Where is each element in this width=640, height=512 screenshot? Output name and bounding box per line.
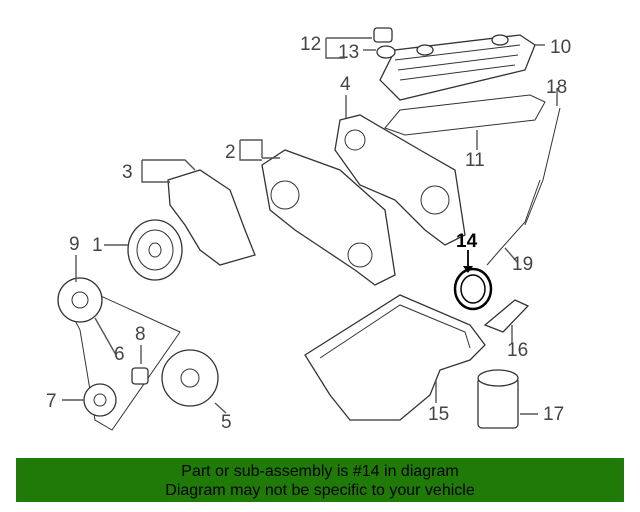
oil-pan-part bbox=[304, 294, 486, 421]
callout-12: 12 bbox=[300, 34, 321, 55]
valve-cover-part bbox=[379, 34, 536, 101]
oil-strainer-part bbox=[483, 299, 530, 333]
callout-10: 10 bbox=[550, 37, 571, 58]
callout-6: 6 bbox=[114, 344, 125, 365]
callout-16: 16 bbox=[507, 340, 528, 361]
crank-pulley-part bbox=[127, 219, 183, 281]
dipstick-tube-part bbox=[486, 179, 541, 266]
arrow-14-icon bbox=[463, 266, 473, 273]
crank-sprocket-part bbox=[57, 277, 103, 323]
callout-18: 18 bbox=[546, 77, 567, 98]
callout-9: 9 bbox=[69, 234, 80, 255]
tensioner-pin-part bbox=[131, 367, 149, 385]
callout-2: 2 bbox=[225, 142, 236, 163]
callout-3: 3 bbox=[122, 162, 133, 183]
banner-line-1: Part or sub-assembly is #14 in diagram bbox=[181, 463, 459, 480]
dipstick-part bbox=[524, 107, 561, 226]
oil-filter-part bbox=[477, 369, 519, 429]
callout-14: 14 bbox=[456, 231, 478, 252]
banner-line-2: Diagram may not be specific to your vehi… bbox=[165, 482, 475, 499]
callout-4: 4 bbox=[340, 74, 351, 95]
callout-15: 15 bbox=[428, 404, 449, 425]
oil-cap-part bbox=[373, 27, 396, 59]
valve-cover-gasket-part bbox=[384, 94, 546, 136]
leader-lines bbox=[62, 37, 558, 415]
callout-13: 13 bbox=[338, 42, 359, 63]
cam-sprocket-part bbox=[161, 349, 219, 407]
info-banner: Part or sub-assembly is #14 in diagram D… bbox=[16, 458, 624, 502]
callout-19: 19 bbox=[512, 254, 533, 275]
middle-timing-cover-part bbox=[261, 149, 396, 286]
callout-11: 11 bbox=[465, 150, 485, 171]
callout-8: 8 bbox=[135, 324, 146, 345]
tensioner-part bbox=[83, 383, 117, 417]
callout-7: 7 bbox=[46, 391, 57, 412]
oring-part-14 bbox=[453, 267, 493, 311]
rear-timing-cover-part bbox=[334, 114, 466, 246]
callout-5: 5 bbox=[221, 412, 232, 433]
parts-diagram: 1 2 3 4 5 6 7 8 9 10 11 12 13 14 15 16 1… bbox=[46, 27, 571, 433]
front-timing-cover-part bbox=[167, 169, 256, 266]
callout-17: 17 bbox=[543, 404, 564, 425]
callout-1: 1 bbox=[92, 235, 103, 256]
